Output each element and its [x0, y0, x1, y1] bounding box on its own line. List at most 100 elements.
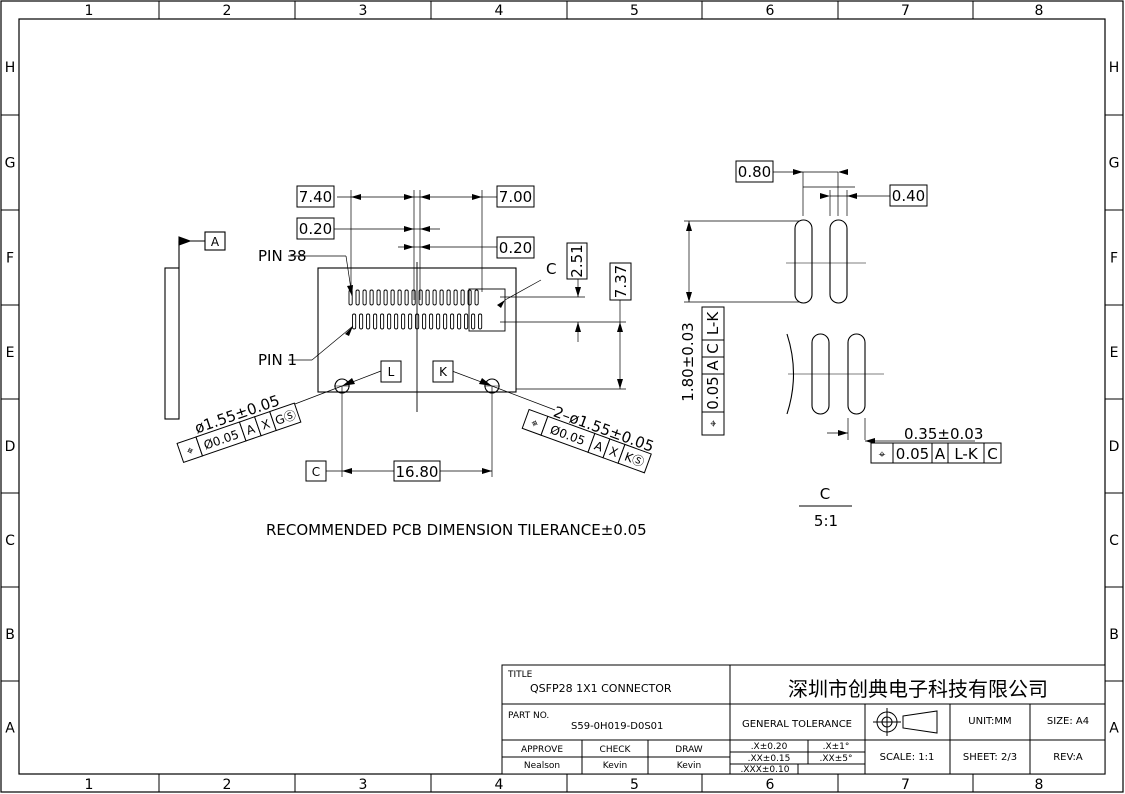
frame-row-label-F: F [1110, 251, 1118, 267]
hfcf-datum-a: A [935, 445, 946, 463]
hfcf-datum-c: C [987, 445, 997, 463]
pad [457, 313, 462, 330]
datum-a-label: A [211, 235, 220, 249]
scale-label: SCALE: 1:1 [880, 752, 935, 763]
detail-dimension-boxes [701, 160, 1002, 464]
pad [439, 289, 444, 306]
datum-l-label: L [388, 365, 395, 379]
part-number: S59-0H019-D0S01 [571, 721, 663, 732]
angle-tolerance-xx: .XX±5° [820, 754, 853, 764]
vfcf-tolerance: 0.05 [704, 376, 722, 409]
frame-row-label-E: E [1110, 345, 1119, 361]
projection-symbol-icon [873, 708, 938, 736]
frame-row-label-B: B [5, 627, 15, 643]
pad [436, 313, 441, 330]
left-fcf-datum-g: GⓈ [273, 408, 298, 428]
pad [443, 313, 448, 330]
pad [471, 313, 476, 330]
tolerance-xxx: .XXX±0.10 [741, 765, 790, 775]
pad [422, 313, 427, 330]
datum-c-label: C [312, 465, 320, 479]
frame-column-label-3: 3 [359, 3, 368, 19]
dim-2-51: 2.51 [568, 244, 586, 277]
pad [425, 289, 430, 306]
pin-1-label: PIN 1 [258, 351, 297, 369]
rev-label: REV:A [1053, 752, 1083, 763]
side-view [164, 231, 226, 420]
pad [467, 289, 472, 306]
frame-row-label-F: F [6, 251, 14, 267]
hfcf-datum-lk: L-K [954, 445, 979, 463]
detail-arrows [686, 169, 875, 444]
frame-column-label-6: 6 [766, 777, 775, 793]
pad-row-bottom [352, 313, 483, 330]
frame-row-label-H: H [5, 60, 16, 76]
draw-label: DRAW [675, 745, 702, 755]
pad [383, 289, 388, 306]
pad [464, 313, 469, 330]
frame-row-label-E: E [6, 345, 15, 361]
frame-row-label-D: D [5, 439, 16, 455]
frame-column-label-3: 3 [359, 777, 368, 793]
frame-column-label-1: 1 [85, 777, 94, 793]
pad [446, 289, 451, 306]
detail-scale: 5:1 [814, 512, 838, 530]
pad [362, 289, 367, 306]
pad [418, 289, 423, 306]
right-fcf-symbol: ⌖ [529, 416, 540, 432]
frame-column-label-4: 4 [495, 3, 504, 19]
dim-0-20-b: 0.20 [499, 239, 532, 257]
unit-label: UNIT:MM [968, 716, 1011, 727]
pcb-footprint-view [273, 190, 626, 477]
frame-row-label-B: B [1109, 627, 1119, 643]
frame-column-label-5: 5 [630, 777, 639, 793]
frame-row-label-G: G [5, 156, 16, 172]
frame-column-label-4: 4 [495, 777, 504, 793]
pad [408, 313, 413, 330]
dim-16-80: 16.80 [396, 463, 439, 481]
dim-7-40: 7.40 [299, 188, 332, 206]
sheet-label: SHEET: 2/3 [963, 752, 1017, 763]
pad [355, 289, 360, 306]
detail-fcf-horizontal: ⌖ 0.05 A L-K C [879, 445, 998, 463]
dimension-boxes [296, 185, 632, 482]
detail-dim-0-35: 0.35±0.03 [904, 425, 983, 443]
pad [450, 313, 455, 330]
frame-row-label-C: C [1109, 533, 1119, 549]
frame-column-label-2: 2 [223, 777, 232, 793]
general-tolerance-label: GENERAL TOLERANCE [742, 719, 852, 730]
pad [474, 289, 479, 306]
check-name: Kevin [603, 761, 628, 771]
pad [415, 313, 420, 330]
detail-dim-0-80: 0.80 [738, 163, 771, 181]
dim-7-37: 7.37 [612, 265, 630, 298]
detail-c-callout: C [546, 260, 556, 278]
pad [387, 313, 392, 330]
right-hole-callout: 2–ø1.55±0.05 ⌖ Ø0.05 A X KⓈ [521, 403, 656, 474]
vfcf-symbol: ⌖ [706, 420, 720, 427]
frame-column-label-7: 7 [901, 777, 910, 793]
dim-7-00: 7.00 [499, 188, 532, 206]
detail-fcf-vertical: ⌖ 0.05 A C L-K [704, 311, 722, 427]
detail-name: C [820, 485, 830, 503]
pad [369, 289, 374, 306]
title-block [501, 664, 1106, 775]
frame-column-label-6: 6 [766, 3, 775, 19]
frame-row-label-A: A [1109, 721, 1119, 737]
vfcf-datum-c: C [704, 343, 722, 353]
pad [401, 313, 406, 330]
pad [460, 289, 465, 306]
pad [432, 289, 437, 306]
pad [478, 313, 483, 330]
detail-c-view [684, 171, 975, 507]
pad-row-top [348, 289, 479, 306]
pad [376, 289, 381, 306]
pad [352, 313, 357, 330]
drawing-title: QSFP28 1X1 CONNECTOR [530, 682, 672, 695]
title-label: TITLE [507, 670, 533, 680]
tolerance-x: .X±0.20 [751, 742, 788, 752]
draw-name: Kevin [677, 761, 702, 771]
pcb-tolerance-note: RECOMMENDED PCB DIMENSION TILERANCE±0.05 [266, 521, 647, 539]
pad [390, 289, 395, 306]
